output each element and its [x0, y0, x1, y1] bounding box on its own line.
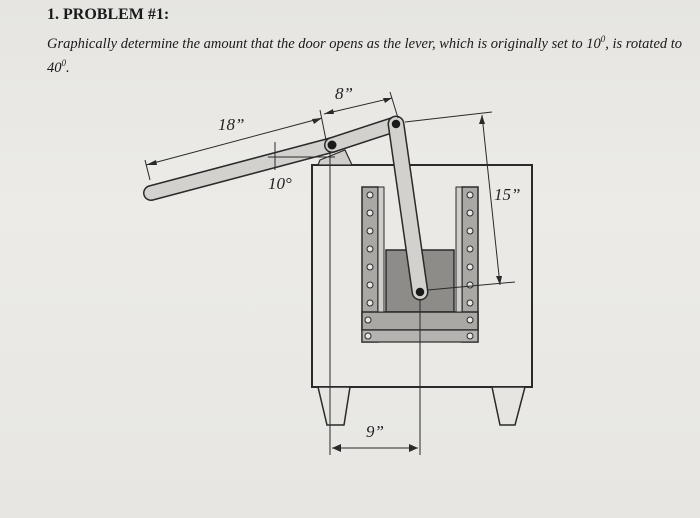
extension-line-link-pin	[389, 91, 399, 119]
arrowhead-lever-right	[312, 118, 322, 124]
arrowhead-height-top	[479, 115, 485, 124]
label-height: 15”	[494, 185, 521, 204]
extension-line-lever-end	[144, 159, 151, 181]
link-pin	[390, 118, 402, 130]
frame-rail-right	[455, 186, 463, 313]
extension-line-pivot	[319, 109, 327, 141]
dimension-line-top-link	[323, 97, 393, 115]
problem-text-part-3: .	[66, 59, 70, 76]
cabinet-leg-left	[317, 386, 351, 426]
problem-statement: Graphically determine the amount that th…	[47, 30, 687, 78]
frame-rail-left	[377, 186, 385, 313]
arrowhead-lever-left	[146, 160, 157, 165]
dimension-line-lever	[145, 117, 323, 166]
extension-line-bottom	[427, 281, 516, 291]
problem-text-part-1: Graphically determine the amount that th…	[47, 35, 601, 52]
arrowhead-base-right	[409, 444, 418, 452]
arrowhead-height-bottom	[496, 276, 502, 285]
pivot-pin	[327, 140, 337, 150]
connecting-rod	[389, 117, 427, 299]
problem-text-part-2: , is rotated to 40	[47, 35, 683, 76]
label-angle: 10°	[268, 174, 292, 193]
lever-arm	[144, 138, 339, 200]
arrowhead-top-right	[383, 98, 392, 103]
label-lever-length: 18”	[218, 115, 245, 134]
door-pin	[414, 286, 426, 298]
problem-title: 1. PROBLEM #1:	[47, 6, 170, 23]
cabinet-leg-right	[491, 386, 526, 426]
arrowhead-base-left	[332, 444, 341, 452]
label-base-width: 9”	[366, 422, 384, 441]
label-top-link-length: 8”	[335, 84, 353, 103]
bolt-holes-left	[364, 191, 374, 340]
degree-mark-1: 0	[600, 34, 606, 44]
extension-line-top	[404, 111, 493, 123]
degree-mark-2: 0	[61, 57, 67, 68]
arrowhead-top-left	[324, 109, 334, 114]
dimension-line-height	[481, 114, 501, 286]
top-link	[325, 117, 403, 152]
